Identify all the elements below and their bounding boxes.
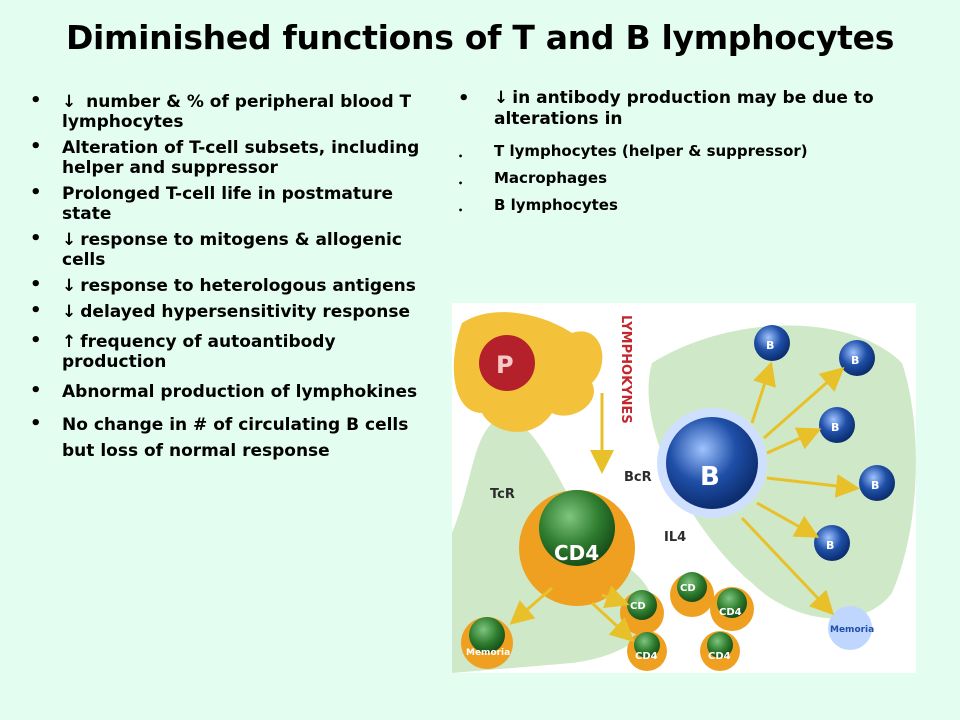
- bullet-text: response to heterologous antigens: [80, 276, 416, 296]
- left-bullet-item: • ↓delayed hypersensitivity response: [30, 300, 430, 323]
- macrophage-nucleus: [479, 335, 535, 391]
- bullet-icon: •: [30, 413, 42, 434]
- svg-text:CD4: CD4: [719, 607, 742, 618]
- lymphocyte-interaction-figure: P LYMPHOKYNES CD4 TcR BcR IL4 B B B B: [452, 303, 916, 673]
- cd4-cell-nucleus: [539, 490, 615, 566]
- b-cell-label: B: [700, 462, 720, 492]
- bullet-icon: •: [30, 90, 42, 111]
- left-bullet-item: • ↓response to heterologous antigens: [30, 274, 430, 297]
- bullet-text: response to mitogens & allogenic cells: [62, 230, 402, 270]
- sub-bullet-text: B lymphocytes: [494, 196, 618, 214]
- memory-b-cell: Memoria: [828, 606, 874, 650]
- cd4-cell-label: CD4: [554, 541, 599, 565]
- left-bullet-item: • ↑frequency of autoantibody production: [30, 330, 430, 373]
- down-arrow-icon: ↓: [62, 302, 77, 322]
- small-b-cell: B: [754, 325, 790, 361]
- small-b-cell: B: [814, 525, 850, 561]
- sub-bullet-text: Macrophages: [494, 169, 608, 187]
- bullet-icon: •: [30, 300, 42, 321]
- right-main-bullet: • ↓in antibody production may be due to a…: [458, 88, 918, 130]
- lymphokynes-label: LYMPHOKYNES: [618, 315, 633, 424]
- bullet-icon: •: [30, 182, 42, 203]
- right-sub-bullet: • T lymphocytes (helper & suppressor): [458, 142, 918, 161]
- small-cd4-cell: CD: [670, 572, 714, 617]
- lymphocyte-diagram: P LYMPHOKYNES CD4 TcR BcR IL4 B B B B: [452, 312, 916, 673]
- svg-text:B: B: [851, 354, 859, 367]
- bullet-icon: •: [30, 380, 42, 401]
- small-cd4-cell: CD4: [700, 631, 740, 671]
- bullet-text: No change in # of circulating B cells bu…: [62, 415, 409, 461]
- bullet-icon: •: [30, 228, 42, 249]
- right-sub-bullet: • B lymphocytes: [458, 196, 918, 215]
- down-arrow-icon: ↓: [62, 230, 77, 250]
- svg-text:B: B: [871, 479, 879, 492]
- bullet-text: number & % of peripheral blood T lymphoc…: [62, 92, 412, 132]
- left-bullet-item: • Abnormal production of lymphokines: [30, 380, 430, 403]
- bullet-text: Alteration of T-cell subsets, including …: [62, 138, 420, 178]
- svg-text:B: B: [831, 421, 839, 434]
- svg-text:B: B: [766, 339, 774, 352]
- small-bullet-icon: •: [458, 206, 464, 215]
- svg-text:Memoria: Memoria: [466, 648, 510, 658]
- left-bullet-item: • No change in # of circulating B cells b…: [30, 412, 430, 464]
- bullet-text: frequency of autoantibody production: [62, 332, 336, 372]
- small-bullet-icon: •: [458, 179, 464, 188]
- up-arrow-icon: ↑: [62, 332, 77, 352]
- svg-text:CD4: CD4: [708, 651, 731, 662]
- memory-t-cell: Memoria: [461, 617, 513, 669]
- bullet-text: Abnormal production of lymphokines: [62, 382, 418, 402]
- small-b-cell: B: [859, 465, 895, 501]
- small-b-cell: B: [839, 340, 875, 376]
- down-arrow-icon: ↓: [62, 92, 77, 112]
- svg-text:CD: CD: [630, 601, 646, 612]
- slide-title: Diminished functions of T and B lymphocy…: [65, 18, 895, 57]
- down-arrow-icon: ↓: [62, 276, 77, 296]
- small-bullet-icon: •: [458, 152, 464, 161]
- right-sub-bullet: • Macrophages: [458, 169, 918, 188]
- bullet-text: delayed hypersensitivity response: [80, 302, 411, 322]
- macrophage-label: P: [496, 351, 514, 379]
- svg-text:CD4: CD4: [635, 651, 658, 662]
- small-b-cell: B: [819, 407, 855, 443]
- bullet-icon: •: [30, 136, 42, 157]
- left-bullet-item: • Alteration of T-cell subsets, including…: [30, 136, 430, 179]
- left-bullet-list: • ↓ number & % of peripheral blood T lymp…: [30, 90, 430, 470]
- bullet-text: Prolonged T-cell life in postmature stat…: [62, 184, 394, 224]
- bullet-icon: •: [30, 330, 42, 351]
- sub-bullet-text: T lymphocytes (helper & suppressor): [494, 142, 808, 160]
- down-arrow-icon: ↓: [494, 88, 509, 108]
- bullet-text: in antibody production may be due to alt…: [494, 88, 874, 129]
- left-bullet-item: • ↓ number & % of peripheral blood T lymp…: [30, 90, 430, 133]
- svg-text:CD: CD: [680, 583, 696, 594]
- il4-label: IL4: [664, 530, 686, 545]
- svg-text:B: B: [826, 539, 834, 552]
- svg-text:Memoria: Memoria: [830, 625, 874, 635]
- left-bullet-item: • ↓response to mitogens & allogenic cells: [30, 228, 430, 271]
- bullet-icon: •: [458, 88, 470, 109]
- bcr-label: BcR: [624, 470, 652, 485]
- right-bullet-list: • ↓in antibody production may be due to a…: [458, 88, 918, 223]
- small-cd4-cell: CD4: [710, 587, 754, 631]
- tcr-label: TcR: [490, 487, 515, 502]
- b-cell-nucleus: [666, 417, 758, 509]
- small-cd4-cell: CD4: [627, 631, 667, 671]
- bullet-icon: •: [30, 274, 42, 295]
- left-bullet-item: • Prolonged T-cell life in postmature sta…: [30, 182, 430, 225]
